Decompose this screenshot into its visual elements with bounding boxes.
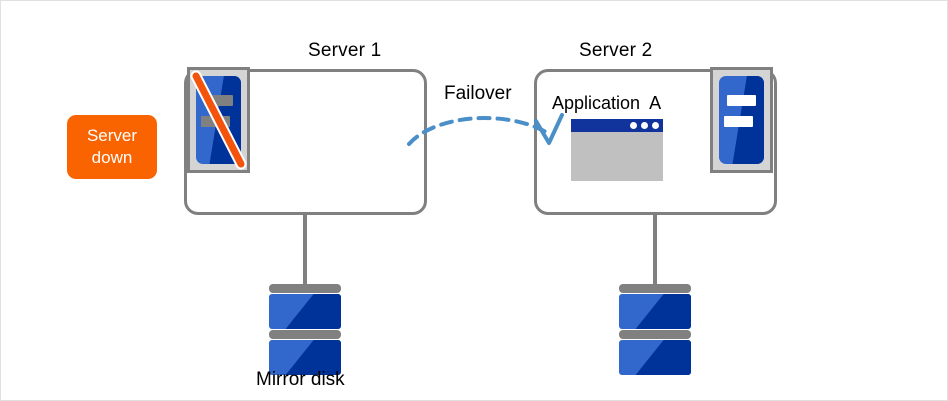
application-label: Application A: [552, 93, 662, 113]
status-badge-line2: down: [91, 148, 133, 167]
status-badge-server-down: Server down: [67, 115, 157, 179]
server2-title: Server 2: [579, 40, 653, 61]
window-dot-1: [630, 122, 637, 129]
machine-body: [719, 76, 764, 164]
disk-bar-middle: [269, 330, 341, 339]
window-dot-2: [641, 122, 648, 129]
window-dot-3: [652, 122, 659, 129]
status-badge-line1: Server: [86, 126, 138, 145]
disk-body-upper: [269, 294, 341, 329]
server2-disk-connector: [653, 214, 657, 284]
failover-label: Failover: [444, 83, 512, 104]
machine-slot-top: [204, 95, 233, 107]
application-window-icon: [571, 119, 663, 181]
disk-body-lower: [269, 340, 341, 375]
server1-disk-connector: [303, 214, 307, 284]
mirror-disk-label: Mirror disk: [256, 369, 345, 390]
disk-bar-top: [619, 284, 691, 293]
disk-bar-top: [269, 284, 341, 293]
disk-body-upper: [619, 294, 691, 329]
machine-body: [196, 76, 241, 164]
disk-body-lower: [619, 340, 691, 375]
server-machine-icon-online: [710, 67, 773, 173]
machine-slot-bottom: [201, 115, 231, 127]
machine-slot-bottom: [724, 115, 754, 127]
server-machine-icon-offline: [187, 67, 250, 173]
disk-stack-icon-right: [619, 284, 691, 376]
window-titlebar: [571, 119, 663, 132]
disk-stack-icon-left: [269, 284, 341, 376]
machine-slot-top: [727, 95, 756, 107]
disk-bar-middle: [619, 330, 691, 339]
server1-title: Server 1: [308, 40, 382, 61]
